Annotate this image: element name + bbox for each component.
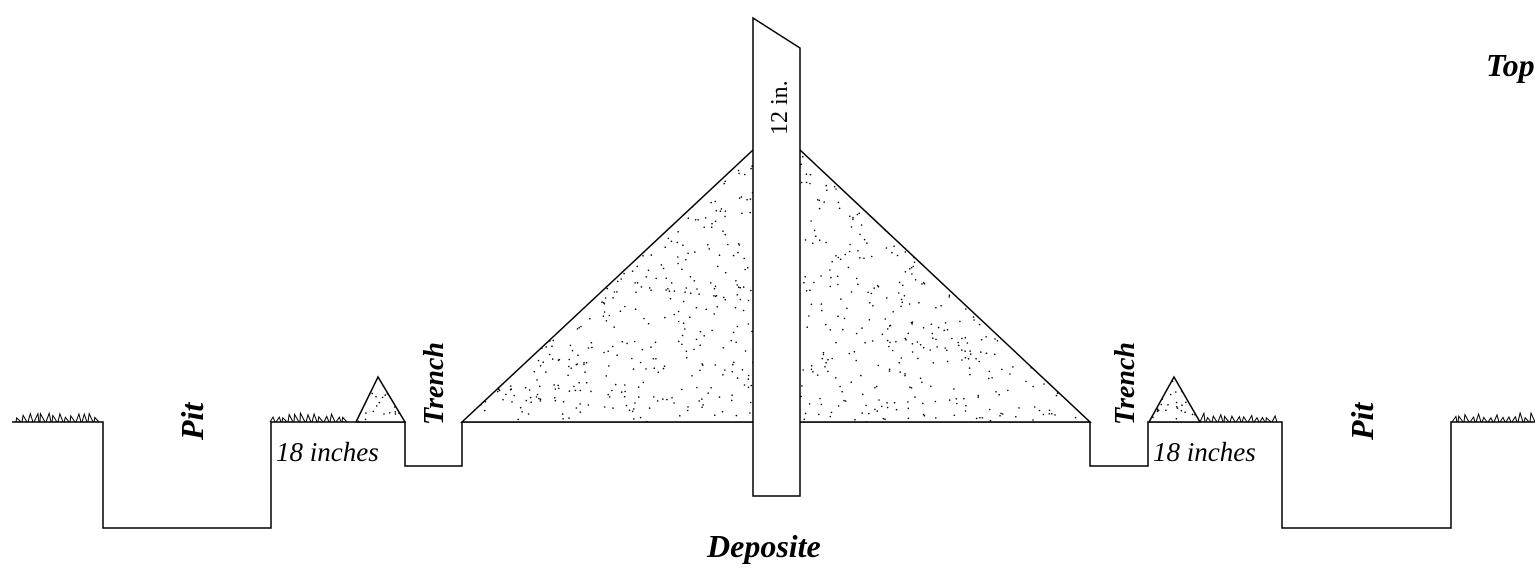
post-label: 12 in. xyxy=(767,80,793,135)
deposit-label: Deposite xyxy=(706,528,821,564)
spoil-mound-right xyxy=(1147,375,1202,423)
grass-tufts xyxy=(15,411,1535,423)
pit-label-right: Pit xyxy=(1344,402,1380,441)
gap-label-left: 18 inches xyxy=(276,437,379,467)
spoil-mound-left xyxy=(354,375,407,423)
trench-label-left: Trench xyxy=(419,342,450,425)
measuring-post xyxy=(752,16,801,497)
trench-label-right: Trench xyxy=(1110,342,1141,425)
pit-label-left: Pit xyxy=(174,402,210,441)
corner-title: Top xyxy=(1486,47,1535,83)
gap-label-right: 18 inches xyxy=(1153,437,1256,467)
